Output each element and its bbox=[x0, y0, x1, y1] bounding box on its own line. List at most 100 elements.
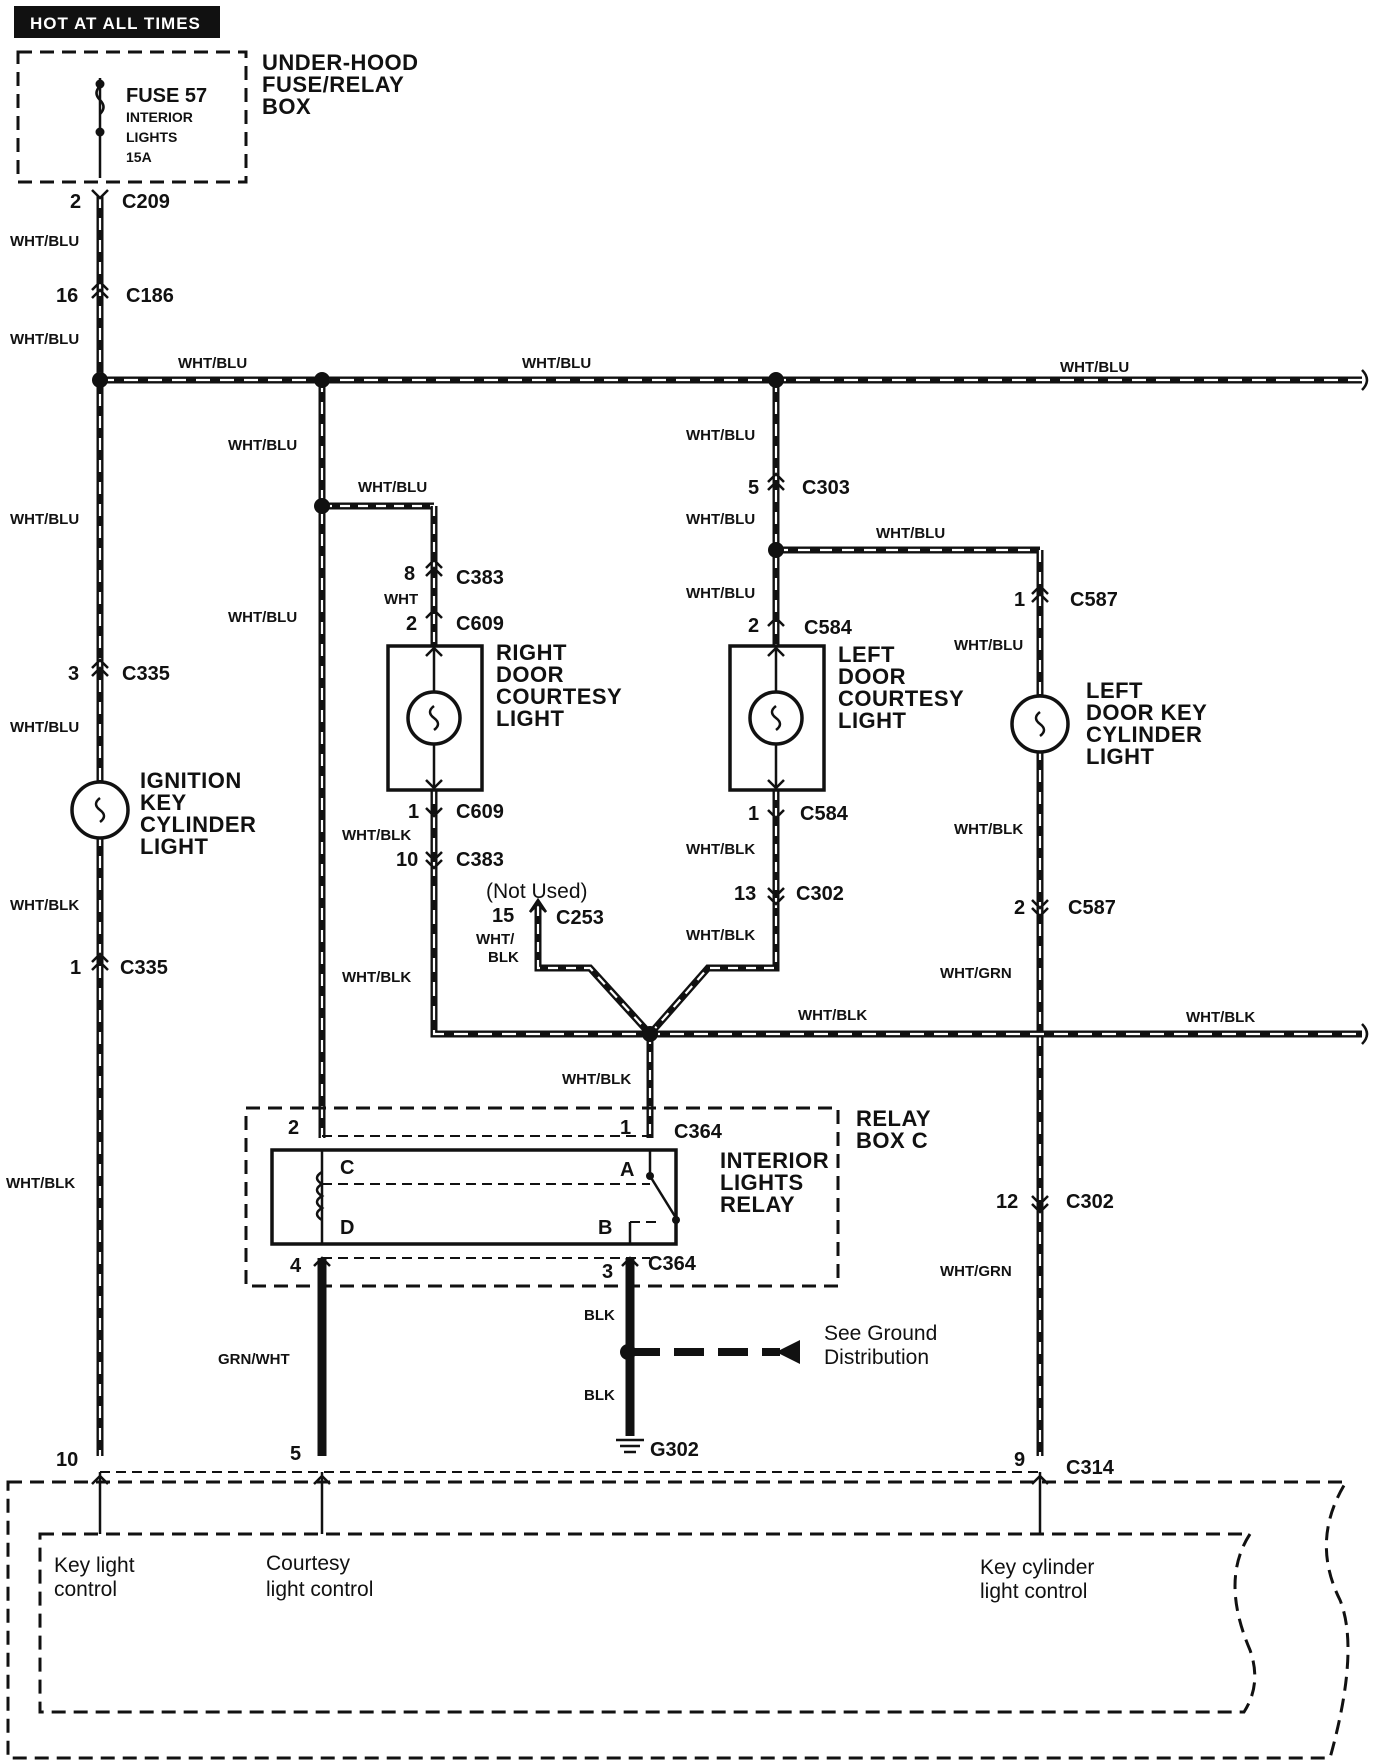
wire-label: WHT/BLU bbox=[228, 437, 297, 454]
pin-label: 1 bbox=[748, 803, 759, 825]
pin-label: 3 bbox=[68, 663, 79, 685]
svg-text:DOOR KEY: DOOR KEY bbox=[1086, 700, 1207, 725]
ignition-key-cylinder-light: IGNITION KEY CYLINDER LIGHT bbox=[70, 768, 256, 859]
svg-text:C: C bbox=[340, 1157, 354, 1179]
pin-label: 8 bbox=[404, 563, 415, 585]
svg-text:Key light: Key light bbox=[54, 1554, 135, 1577]
wire-label: BLK bbox=[584, 1307, 615, 1324]
not-used-arrow bbox=[528, 897, 548, 913]
svg-text:KEY: KEY bbox=[140, 790, 187, 815]
pin-label: 1 bbox=[70, 957, 81, 979]
pin-label: 1 bbox=[1014, 589, 1025, 611]
connector-label: C587 bbox=[1070, 589, 1118, 611]
pin-label: 2 bbox=[406, 613, 417, 635]
ground-label: G302 bbox=[650, 1439, 699, 1461]
svg-text:RELAY: RELAY bbox=[856, 1106, 931, 1131]
svg-text:LEFT: LEFT bbox=[838, 642, 895, 667]
svg-text:RELAY: RELAY bbox=[720, 1192, 795, 1217]
relay-box-c: RELAY BOX C bbox=[244, 1106, 931, 1288]
wire-labels: WHT/BLU WHT/BLU WHT/BLU WHT/BLU WHT/BLU … bbox=[6, 233, 1255, 1404]
not-used-label: (Not Used) bbox=[486, 880, 588, 903]
wire-label: WHT/BLK bbox=[562, 1071, 631, 1088]
wire-label: WHT/BLU bbox=[178, 355, 247, 372]
wire-label: BLK bbox=[488, 949, 519, 966]
connector-label: C584 bbox=[804, 617, 853, 639]
wire-label: WHT/BLU bbox=[686, 585, 755, 602]
connector-label: C302 bbox=[796, 883, 844, 905]
lower-bus-break bbox=[1361, 1023, 1369, 1045]
connector-label: C383 bbox=[456, 849, 504, 871]
wire-label: WHT/BLU bbox=[10, 233, 79, 250]
hot-at-all-times-banner: HOT AT ALL TIMES bbox=[14, 6, 220, 38]
lower-bus-wire bbox=[430, 790, 1362, 1138]
svg-text:DOOR: DOOR bbox=[496, 662, 564, 687]
connector-label: C335 bbox=[120, 957, 168, 979]
connector-label: C186 bbox=[126, 285, 174, 307]
svg-text:B: B bbox=[598, 1217, 612, 1239]
wire-label: WHT/BLU bbox=[1060, 359, 1129, 376]
pin-label: 16 bbox=[56, 285, 78, 307]
svg-text:LIGHT: LIGHT bbox=[140, 834, 209, 859]
svg-text:light control: light control bbox=[980, 1580, 1087, 1603]
wire-label: WHT/BLK bbox=[10, 897, 79, 914]
connector-label: C303 bbox=[802, 477, 850, 499]
control-unit: Key light control Courtesy light control… bbox=[6, 1472, 1350, 1760]
fuse-rating: 15A bbox=[126, 149, 152, 165]
wire-label: WHT/BLK bbox=[686, 841, 755, 858]
connector-chevrons bbox=[91, 189, 1049, 1214]
wire-label: WHT/BLK bbox=[1186, 1009, 1255, 1026]
left-door-key-cylinder-light: LEFT DOOR KEY CYLINDER LIGHT bbox=[1010, 678, 1207, 769]
wire-label: WHT/BLK bbox=[798, 1007, 867, 1024]
wire-label: WHT/BLK bbox=[342, 969, 411, 986]
connector-label: C302 bbox=[1066, 1191, 1114, 1213]
wire-label: WHT/ bbox=[476, 931, 515, 948]
fuse-desc-2: LIGHTS bbox=[126, 129, 177, 145]
banner-text: HOT AT ALL TIMES bbox=[30, 14, 201, 33]
svg-text:COURTESY: COURTESY bbox=[838, 686, 964, 711]
wire-label: WHT/BLU bbox=[10, 511, 79, 528]
pin-label: 1 bbox=[408, 801, 419, 823]
connector-label: C584 bbox=[800, 803, 849, 825]
pin-label: 5 bbox=[748, 477, 759, 499]
wire-label: WHT/BLU bbox=[522, 355, 591, 372]
svg-text:DOOR: DOOR bbox=[838, 664, 906, 689]
connector-label: C314 bbox=[1066, 1457, 1115, 1479]
connector-label: C364 bbox=[648, 1253, 697, 1275]
pin-label: 13 bbox=[734, 883, 756, 905]
top-bus-break bbox=[1361, 369, 1369, 391]
pin-label: 5 bbox=[290, 1443, 301, 1465]
connector-label: C383 bbox=[456, 567, 504, 589]
connector-label: C253 bbox=[556, 907, 604, 929]
wire-label: WHT/BLU bbox=[358, 479, 427, 496]
relay-output-wires bbox=[313, 1256, 800, 1456]
fuse-box-title-1: UNDER-HOOD bbox=[262, 50, 419, 75]
svg-text:light control: light control bbox=[266, 1578, 373, 1601]
right-door-courtesy-light: RIGHT DOOR COURTESY LIGHT bbox=[386, 640, 622, 792]
ground-distribution-note: See Ground Distribution bbox=[824, 1322, 937, 1369]
fuse-box-title-2: FUSE/RELAY bbox=[262, 72, 404, 97]
pin-label: 2 bbox=[70, 191, 81, 213]
svg-text:CYLINDER: CYLINDER bbox=[140, 812, 256, 837]
connector-label: C364 bbox=[674, 1121, 723, 1143]
pin-label: 15 bbox=[492, 905, 514, 927]
wire-label: WHT bbox=[384, 591, 418, 608]
pin-label: 1 bbox=[620, 1117, 631, 1139]
svg-text:Distribution: Distribution bbox=[824, 1346, 929, 1369]
connector-label: C335 bbox=[122, 663, 170, 685]
svg-text:LEFT: LEFT bbox=[1086, 678, 1143, 703]
fuse-box-title-3: BOX bbox=[262, 94, 311, 119]
svg-text:LIGHT: LIGHT bbox=[496, 706, 565, 731]
svg-text:See Ground: See Ground bbox=[824, 1322, 937, 1345]
wire-label: WHT/BLK bbox=[954, 821, 1023, 838]
connector-label: C209 bbox=[122, 191, 170, 213]
connector-label: C609 bbox=[456, 613, 504, 635]
pin-label: 9 bbox=[1014, 1449, 1025, 1471]
wire-label: WHT/BLU bbox=[686, 511, 755, 528]
wire-label: BLK bbox=[584, 1387, 615, 1404]
svg-text:BOX C: BOX C bbox=[856, 1128, 928, 1153]
fuse-desc-1: INTERIOR bbox=[126, 109, 193, 125]
pin-label: 2 bbox=[288, 1117, 299, 1139]
connector-label: C609 bbox=[456, 801, 504, 823]
svg-text:LIGHT: LIGHT bbox=[1086, 744, 1155, 769]
